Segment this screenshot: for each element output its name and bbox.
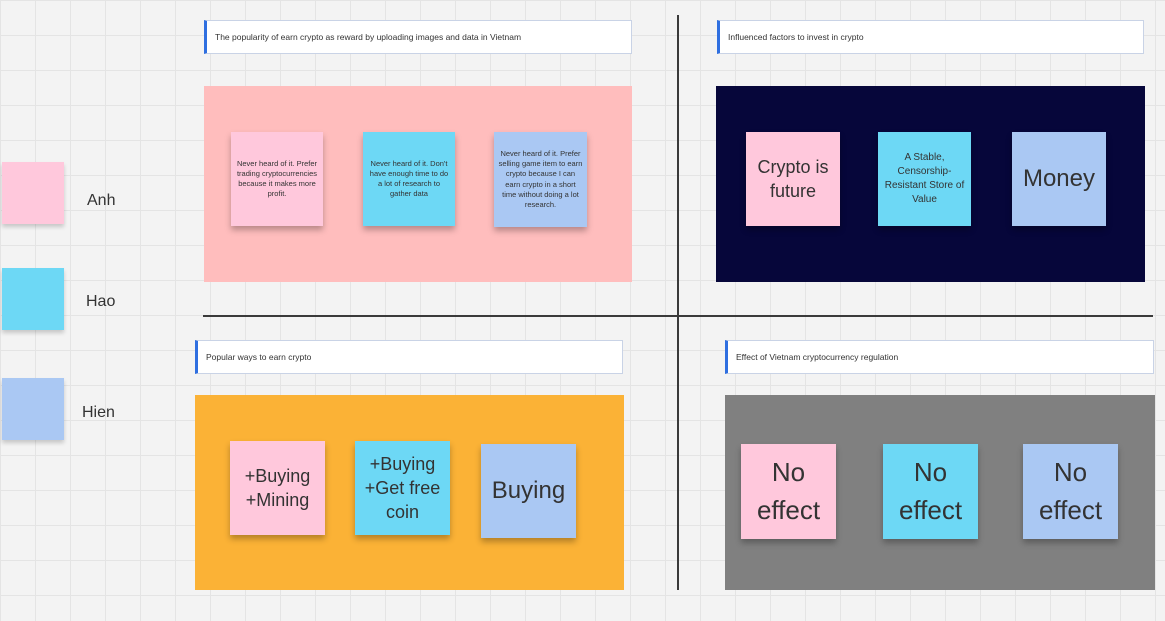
sticky-note-text: No effect [898,456,963,525]
sticky-note-text: Never heard of it. Prefer trading crypto… [236,158,318,199]
sticky-note-text: Never heard of it. Prefer selling game i… [498,149,583,209]
sticky-note-anh[interactable]: No effect [741,444,836,539]
legend-label-anh: Anh [87,192,116,209]
frame-title-bottom-left[interactable]: Popular ways to earn crypto [195,340,623,374]
sticky-note-text: Crypto is future [757,156,829,201]
sticky-note-text: +Buying +Get free coin [364,453,441,523]
sticky-note-hien[interactable]: Buying [481,444,576,538]
sticky-note-text: No effect [1038,456,1103,525]
frame-title-top-left[interactable]: The popularity of earn crypto as reward … [204,20,632,54]
legend-swatch-hao[interactable] [2,268,64,330]
sticky-note-hien[interactable]: Never heard of it. Prefer selling game i… [494,132,587,227]
frame-title-bottom-right[interactable]: Effect of Vietnam cryptocurrency regulat… [725,340,1154,374]
sticky-note-anh[interactable]: Never heard of it. Prefer trading crypto… [231,132,323,226]
sticky-note-anh[interactable]: +Buying +Mining [230,441,325,535]
sticky-note-hao[interactable]: A Stable, Censorship-Resistant Store of … [878,132,971,226]
legend-swatch-anh[interactable] [2,162,64,224]
legend-label-hien: Hien [82,404,115,421]
legend-label-hao: Hao [86,293,116,310]
sticky-note-text: No effect [756,456,821,525]
sticky-note-text: Never heard of it. Don't have enough tim… [369,158,449,199]
sticky-note-hien[interactable]: Money [1012,132,1106,226]
sticky-note-text: Buying [491,476,566,504]
frame-title-top-right[interactable]: Influenced factors to invest in crypto [717,20,1144,54]
horizontal-divider [203,315,1153,317]
sticky-note-hao[interactable]: Never heard of it. Don't have enough tim… [363,132,455,226]
sticky-note-anh[interactable]: Crypto is future [746,132,840,226]
sticky-note-text: A Stable, Censorship-Resistant Store of … [884,152,965,205]
sticky-note-hien[interactable]: No effect [1023,444,1118,539]
sticky-note-text: Money [1022,164,1096,192]
vertical-divider [677,15,679,590]
sticky-note-text: +Buying +Mining [244,465,311,510]
sticky-note-hao[interactable]: +Buying +Get free coin [355,441,450,535]
legend-swatch-hien[interactable] [2,378,64,440]
sticky-note-hao[interactable]: No effect [883,444,978,539]
